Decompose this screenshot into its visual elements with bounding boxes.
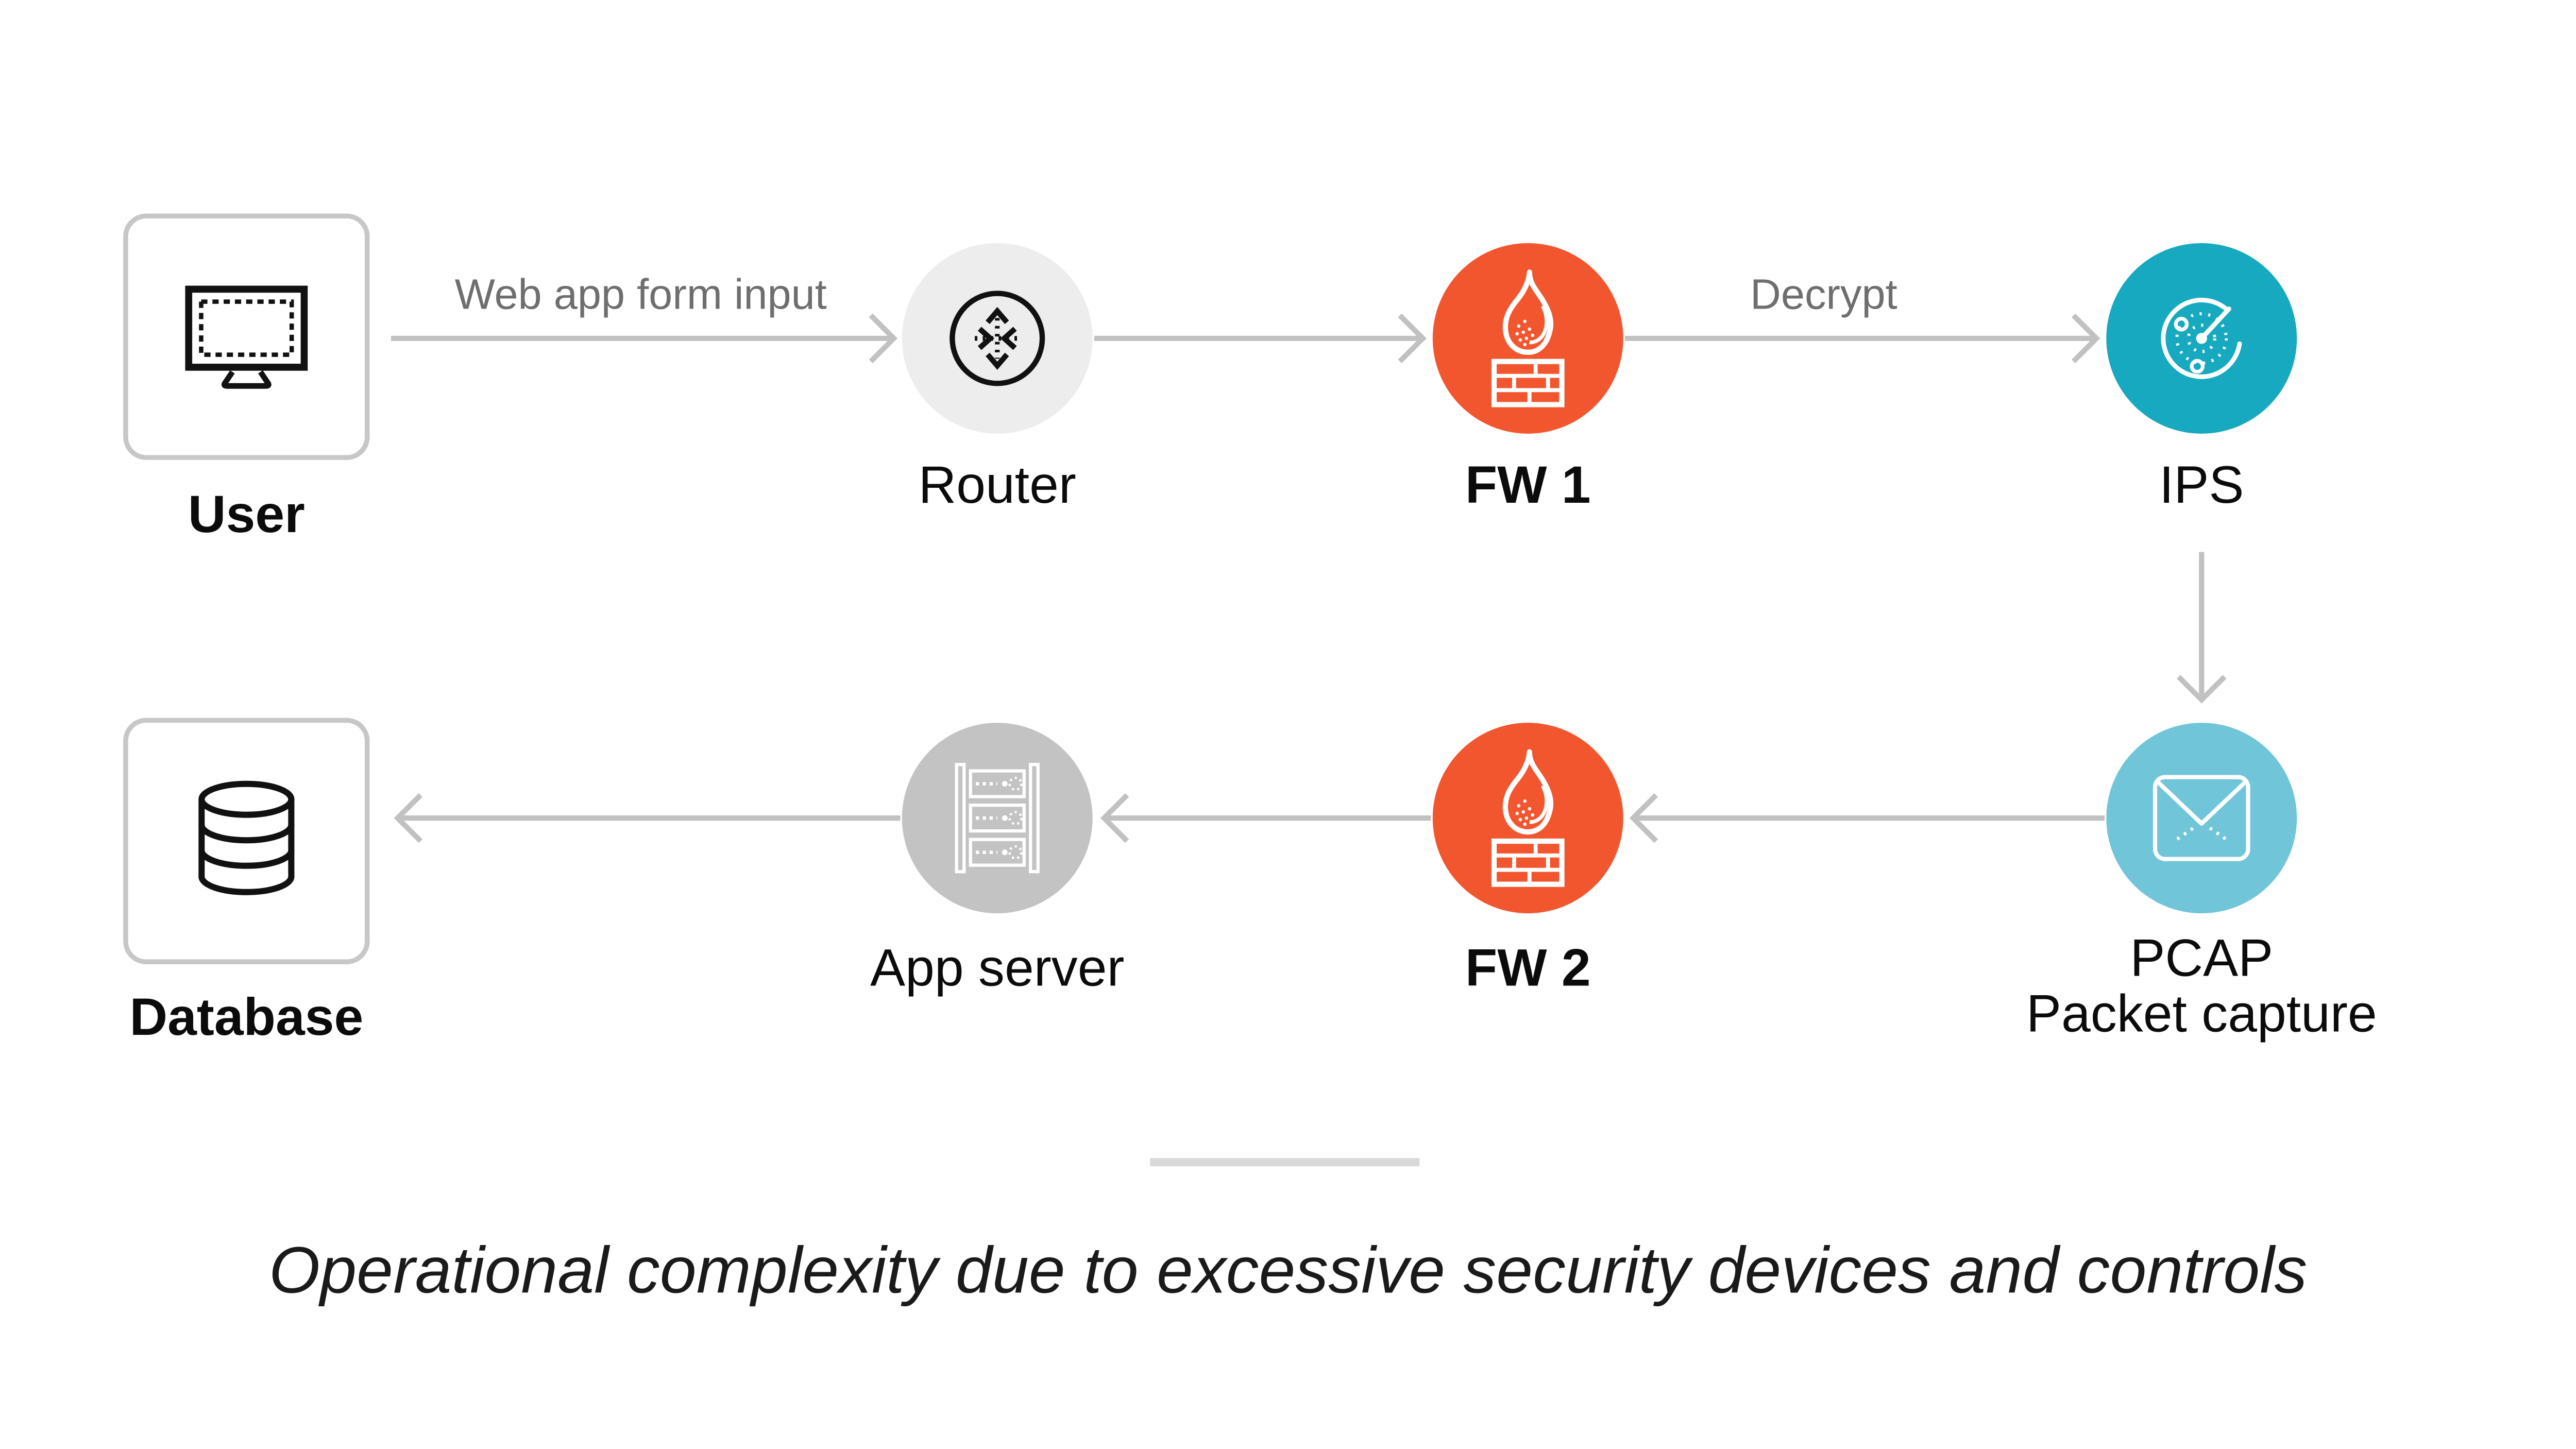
caption-divider — [1150, 1158, 1420, 1167]
radar-icon — [2149, 286, 2254, 391]
arrowhead-router-to-fw1 — [1398, 313, 1427, 364]
caption: Operational complexity due to excessive … — [269, 1235, 2308, 1308]
node-sublabel-pcap: Packet capture — [2026, 984, 2377, 1044]
arrowhead-appserver-to-database — [394, 793, 422, 843]
arrowhead-pcap-to-fw2 — [1629, 793, 1658, 843]
node-fw1 — [1432, 243, 1623, 434]
firewall-icon — [1479, 264, 1577, 412]
envelope-icon — [2150, 772, 2252, 864]
database-icon — [194, 779, 299, 904]
node-label-pcap: PCAP — [2130, 928, 2274, 987]
arrowhead-ips-to-pcap — [2177, 675, 2227, 704]
arrowhead-fw2-to-appserver — [1100, 793, 1129, 843]
node-label-user: User — [188, 484, 305, 544]
node-label-ips: IPS — [2159, 455, 2244, 515]
node-appserver — [902, 723, 1093, 914]
monitor-icon — [184, 283, 309, 390]
node-fw2 — [1432, 723, 1623, 914]
node-label-router: Router — [918, 455, 1076, 515]
node-user — [123, 213, 370, 460]
node-database — [123, 718, 370, 964]
arrowhead-fw1-to-ips — [2071, 313, 2100, 364]
server-rack-icon — [948, 762, 1046, 874]
node-router — [902, 243, 1093, 434]
edge-label-decrypt: Decrypt — [1750, 269, 1897, 319]
node-label-database: Database — [129, 987, 364, 1047]
node-label-fw1: FW 1 — [1465, 455, 1591, 515]
node-label-fw2: FW 2 — [1465, 937, 1591, 997]
node-ips — [2106, 243, 2297, 434]
node-pcap — [2106, 723, 2297, 914]
arrowhead-user-to-router — [869, 313, 898, 364]
node-label-appserver: App server — [870, 937, 1125, 997]
edge-label-web-app-form-input: Web app form input — [454, 269, 827, 319]
firewall-icon — [1479, 744, 1577, 892]
router-icon — [948, 289, 1046, 387]
